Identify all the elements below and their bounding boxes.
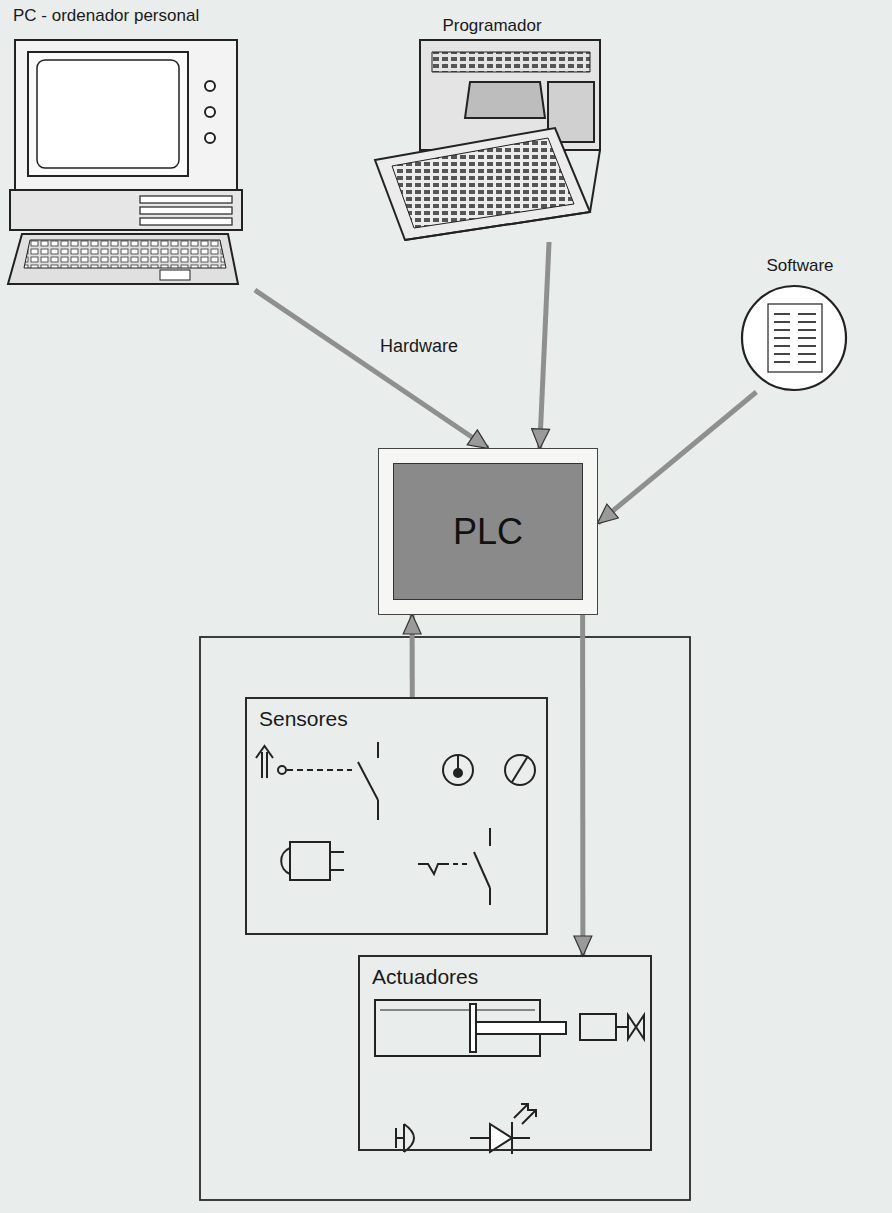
sensor-symbols-part [330,869,344,871]
programmer-node: Programador [368,14,616,242]
arrow-connector [540,242,549,448]
arrow-connector [580,615,585,955]
sensor-symbols-part [505,755,535,785]
software-icon-part [774,314,816,362]
sensor-symbols-part [281,848,290,874]
sensor-symbols-part [512,756,528,782]
node-label: Sensores [247,699,348,731]
actuator-symbols-part [380,1010,535,1011]
software-icon-part-part [774,337,790,339]
software-icon-part-part [774,345,790,347]
software-icon-part-part [774,361,790,363]
software-icon-part-part [798,329,816,331]
sensor-symbols-part [290,842,330,880]
software-icon [742,286,846,390]
software-icon-part-part [774,353,790,355]
software-icon-part [768,304,822,372]
actuator-symbols-part [522,1110,536,1124]
sensor-symbols-part [358,762,378,800]
computer-illustration-part [15,40,237,190]
computer-illustration-part [140,207,232,214]
plc-box: PLC [378,448,598,615]
node-label: Actuadores [360,957,478,989]
software-icon-part [742,286,846,390]
sensor-symbols-part [457,755,459,773]
computer-illustration-part [8,234,238,284]
software-icon-part-part [774,329,790,331]
actuator-symbols-part [490,1124,512,1152]
computer-illustration [8,40,242,284]
programming-device-illustration-part [590,150,600,212]
computer-illustration-part [205,133,215,143]
actuator-symbols-part [616,1026,628,1028]
node-label: Programador [368,16,616,36]
node-label: Software [722,256,878,276]
computer-illustration-part [160,270,190,280]
programming-device-illustration-part [392,138,574,228]
sensor-symbols-part [418,864,444,874]
actuator-symbols-part [470,1137,490,1139]
computer-illustration-part [140,218,232,225]
sensor-symbols-part [256,746,273,758]
actuator-symbols-part [521,1104,528,1111]
sensor-symbols [256,742,535,905]
programming-device-illustration [375,40,600,240]
programming-device-illustration-part [420,40,600,150]
sensor-symbols-part [489,888,491,905]
software-icon-part-part [798,353,816,355]
node-label: PC - ordenador personal [13,6,289,26]
programming-device-illustration-part [375,128,590,240]
sensor-symbols-part [261,752,263,778]
actuator-symbols-part [514,1104,528,1118]
actuator-box: Actuadores [358,955,652,1151]
computer-illustration-part [205,81,215,91]
actuator-symbols-part [396,1124,414,1152]
actuator-symbols-part [628,1015,644,1039]
actuator-symbols [375,1000,644,1154]
sensor-symbols-part [278,766,286,774]
computer-illustration-part [37,60,179,168]
arrow-connector [255,290,488,448]
arrow-connector [598,392,756,523]
node-label: PLC [453,511,523,553]
computer-illustration-part [24,240,226,268]
plc-panel: PLC [393,463,583,600]
hardware-label: Hardware [380,336,458,357]
software-icon-part-part [798,321,816,323]
computer-illustration-part [205,107,215,117]
sensor-symbols-part [489,828,491,846]
sensor-symbols-part [266,752,268,778]
software-node: Software [722,256,878,392]
sensor-symbols-part [377,742,379,758]
actuator-symbols-part [512,1137,530,1139]
programming-device-illustration-part [405,212,590,240]
sensor-box: Sensores [245,697,548,935]
actuator-symbols-part [580,1014,616,1040]
programming-device-illustration-part [465,82,545,118]
arrow-connector [410,615,415,697]
computer-node: PC - ordenador personal [5,6,289,290]
actuator-symbols-part [476,1022,566,1034]
software-icon-part-part [774,321,790,323]
software-icon-part-part [798,345,816,347]
actuator-symbols-part [529,1110,536,1117]
computer-illustration-part [140,196,232,203]
software-icon-part-part [774,313,790,315]
sensor-symbols-part [444,863,470,865]
sensor-symbols-part [330,851,344,853]
computer-illustration-part [28,52,188,176]
sensor-symbols-part [377,800,379,820]
software-icon-part-part [798,361,816,363]
programming-device-illustration-part [432,52,590,72]
computer-illustration-part [10,190,242,230]
sensor-symbols-part [287,769,352,771]
sensor-symbols-part [474,852,490,888]
software-icon-part-part [798,313,816,315]
process-region [200,637,690,1200]
software-icon-part-part [798,337,816,339]
sensor-symbols-part [443,755,473,785]
